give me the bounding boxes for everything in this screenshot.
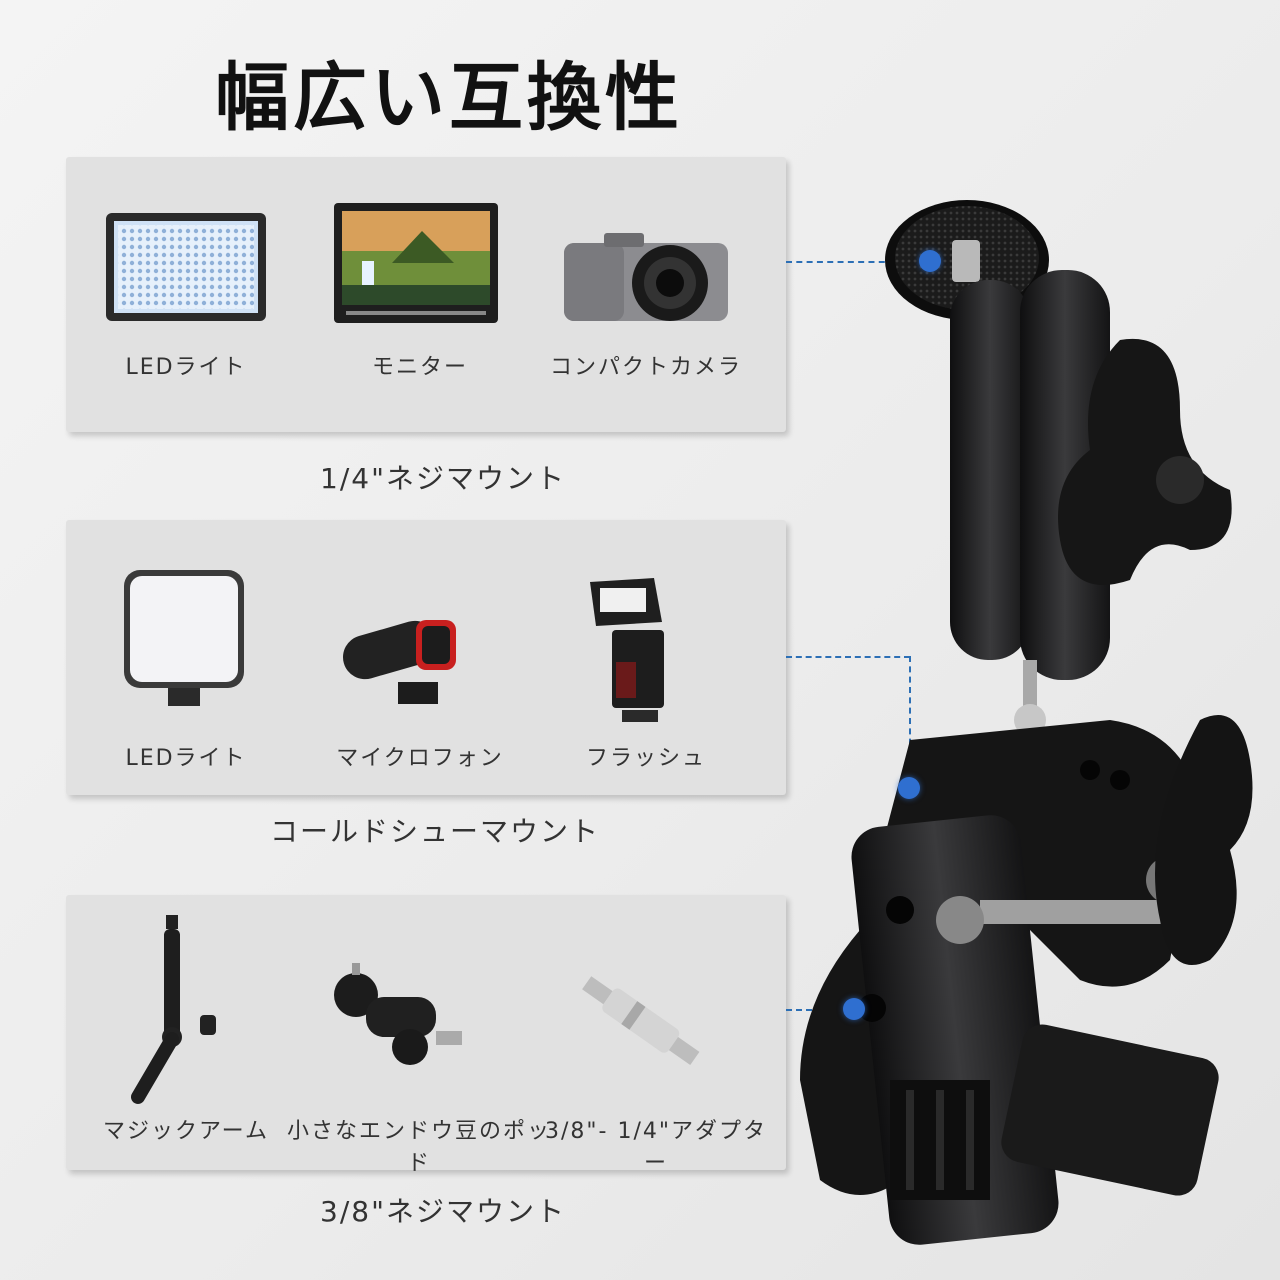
item-label: 小さなエンドウ豆のポッド (286, 1119, 551, 1176)
leader-line-middle-vertical (909, 656, 911, 786)
compact-camera-icon (564, 233, 728, 321)
cold-shoe-marker (898, 777, 920, 799)
item-label: コンパクトカメラ (549, 355, 742, 380)
compat-panel-quarter-inch: LEDライト モニター コンパクトカメラ (66, 157, 786, 432)
mini-led-light-icon (124, 570, 244, 706)
item-label: モニター (371, 355, 468, 380)
section-caption: 3/8"ネジマウント (320, 1195, 566, 1228)
magic-arm-icon (131, 915, 216, 1104)
thread-adapter-icon (582, 976, 700, 1066)
flash-speedlite-icon (590, 578, 664, 722)
item-label: フラッシュ (585, 746, 706, 771)
compat-panel-three-eighths: マジックアーム 小さなエンドウ豆のポッド 3/8"- 1/4"アダプター (66, 895, 786, 1176)
section-caption: 1/4"ネジマウント (320, 462, 566, 495)
leader-line-middle (786, 656, 910, 658)
item-label: マイクロフォン (336, 746, 504, 771)
section-caption: コールドシューマウント (270, 815, 601, 848)
ball-head-mount-icon (334, 963, 462, 1065)
compat-panel-cold-shoe: LEDライト マイクロフォン フラッシュ (66, 520, 786, 795)
item-label: 3/8"- 1/4"アダプター (545, 1119, 767, 1176)
item-label: LEDライト (125, 355, 247, 380)
shotgun-microphone-icon (343, 620, 456, 704)
quarter-inch-thread-marker (919, 250, 941, 272)
leader-line-top (786, 261, 926, 263)
super-clamp-product-icon (800, 200, 1253, 1245)
field-monitor-icon (334, 203, 498, 323)
three-eighths-thread-marker (843, 998, 865, 1020)
item-label: LEDライト (125, 746, 247, 771)
item-label: マジックアーム (102, 1119, 270, 1144)
led-panel-light-icon (106, 213, 266, 321)
page-title: 幅広い互換性 (215, 55, 683, 141)
